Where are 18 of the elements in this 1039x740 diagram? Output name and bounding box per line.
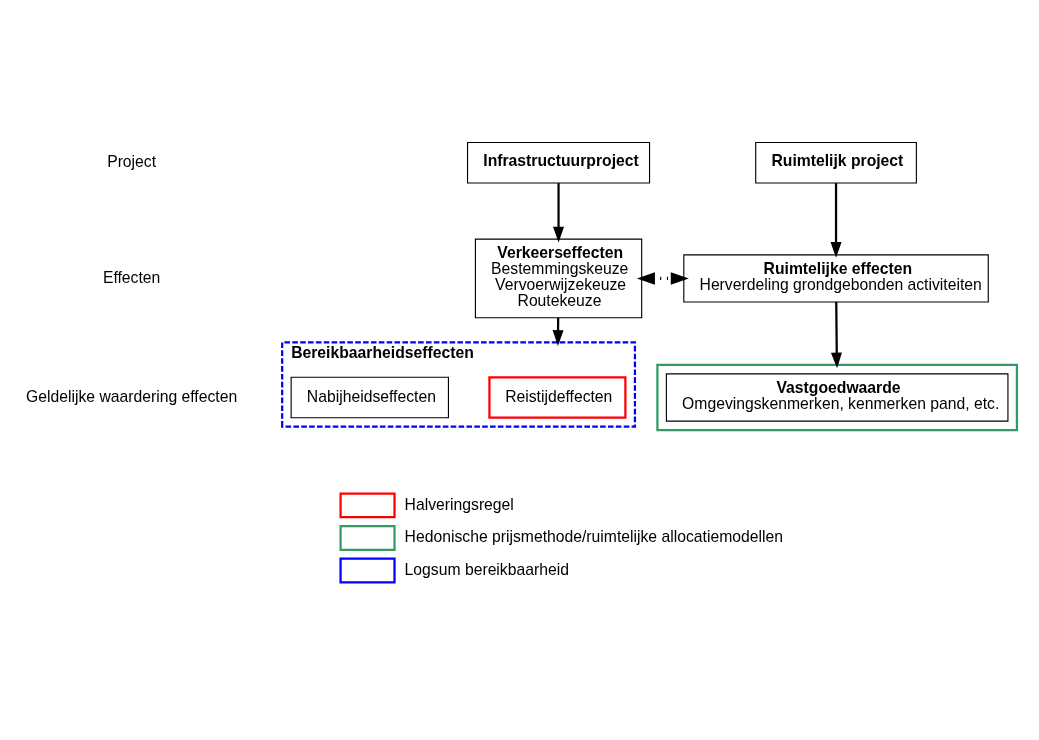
node-box: Nabijheidseffecten: [290, 376, 449, 419]
node-box: Ruimtelijk project: [755, 141, 917, 184]
label: Project: [107, 152, 157, 170]
label: Geldelijke waardering effecten: [26, 387, 238, 405]
node-box: Verkeerseffecten Bestemmingskeuze Vervoerwijzekeuze Routekeuze: [474, 238, 643, 319]
legend-label: Logsum bereikbaarheid: [404, 560, 569, 578]
node-box: Infrastructuurproject: [467, 141, 651, 184]
label: Effecten: [102, 268, 161, 286]
arrow: [830, 302, 842, 369]
arrow: [830, 183, 842, 258]
legend-label: Halveringsregel: [404, 495, 514, 513]
cluster: [656, 363, 1019, 432]
node-box: Ruimtelijke effecten Herverdeling grondgebonden activiteiten: [683, 254, 989, 303]
node-box: Vastgoedwaarde Omgevingskenmerken, kenmerken pand, etc.: [665, 373, 1009, 422]
legend-label: Hedonische prijsmethode/ruimtelijke allocatiemodellen: [404, 528, 783, 546]
node-box: Reistijdeffecten: [488, 376, 627, 419]
arrow: [553, 183, 565, 243]
arrow: [636, 272, 689, 285]
